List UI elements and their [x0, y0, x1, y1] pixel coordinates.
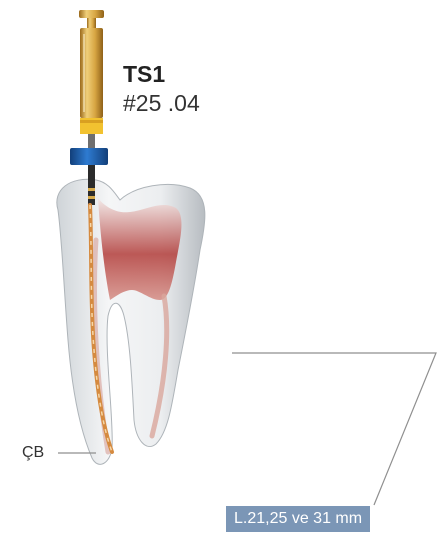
file-handle-neck	[87, 18, 96, 28]
length-badge: L.21,25 ve 31 mm	[226, 506, 370, 532]
pulp-chamber	[98, 198, 181, 300]
file-handle-cap	[79, 10, 104, 18]
cb-label: ÇB	[22, 444, 44, 462]
rubber-stopper	[70, 148, 108, 165]
file-shaft-upper	[88, 134, 95, 148]
molar-tooth	[57, 179, 205, 464]
product-name: TS1	[123, 61, 165, 88]
length-pointer-line	[232, 353, 436, 505]
product-spec: #25 .04	[123, 90, 200, 117]
